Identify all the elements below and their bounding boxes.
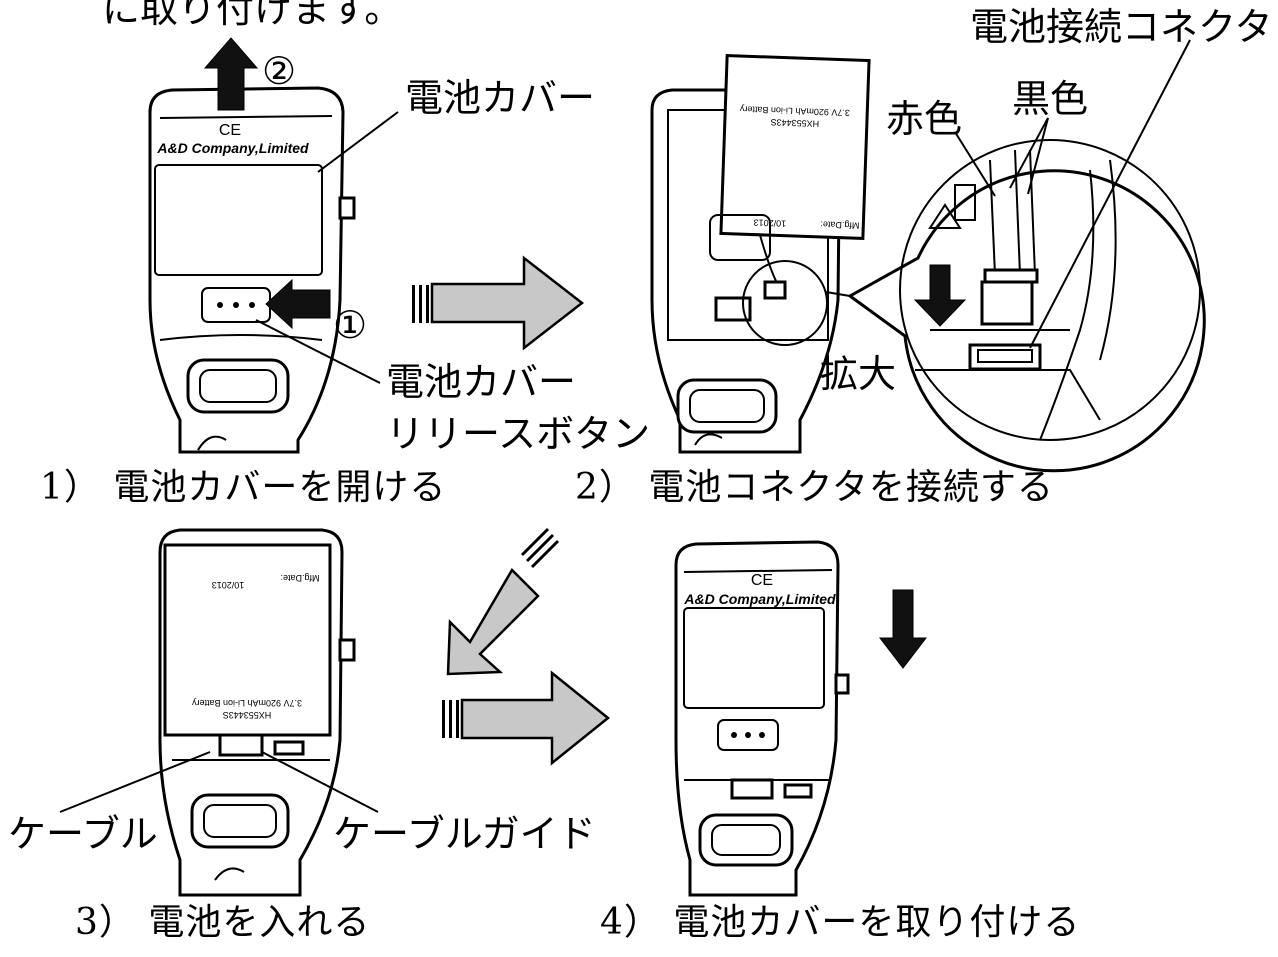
battery-spec-step2: 3.7V 920mAh Li-ion Battery xyxy=(739,104,850,118)
label-black: 黒色 xyxy=(1012,77,1089,121)
step3-device-illustration xyxy=(158,528,356,897)
label-cable: ケーブル xyxy=(8,812,158,856)
step1-device-illustration xyxy=(148,86,356,454)
next-arrow-1 xyxy=(412,255,585,351)
battery-mfg-step3: Mfg.Date: xyxy=(280,573,319,583)
battery-date-step2: 10/2013 xyxy=(753,217,786,228)
press-arrow xyxy=(265,278,331,330)
step1-caption: 1） 電池カバーを開ける xyxy=(40,467,447,508)
next-arrow-2 xyxy=(442,670,610,766)
ce-mark: CE xyxy=(219,122,241,139)
ce-mark-step4: CE xyxy=(751,572,773,589)
circled-one: ① xyxy=(333,303,368,347)
diagonal-arrow xyxy=(446,527,560,676)
label-cable-guide: ケーブルガイド xyxy=(333,812,596,856)
label-connector: 電池接続コネクタ xyxy=(970,5,1273,49)
brand-text-step4: A&D Company,Limited xyxy=(683,591,836,607)
battery-spec-step3: 3.7V 920mAh Li-ion Battery xyxy=(191,698,302,708)
battery-mfg-step2: Mfg.Date: xyxy=(820,219,859,230)
step4-device-illustration xyxy=(674,540,850,897)
step2-caption: 2） 電池コネクタを接続する xyxy=(575,467,1054,508)
battery-model-step2: HX553443S xyxy=(770,117,819,129)
magnified-connector-view xyxy=(847,139,1206,473)
label-red: 赤色 xyxy=(886,97,963,141)
brand-text: A&D Company,Limited xyxy=(156,140,309,156)
circled-two: ② xyxy=(262,49,297,93)
battery-date-step3: 10/2013 xyxy=(212,580,245,590)
down-arrow xyxy=(878,589,928,669)
label-battery-cover: 電池カバー xyxy=(405,76,596,120)
label-release-button-line2: リリースボタン xyxy=(386,412,651,456)
step2-device-illustration xyxy=(650,54,871,454)
label-magnify: 拡大 xyxy=(820,352,897,396)
step3-caption: 3） 電池を入れる xyxy=(75,902,371,943)
up-arrow xyxy=(203,37,259,111)
label-release-button-line1: 電池カバー xyxy=(386,360,577,404)
step4-caption: 4） 電池カバーを取り付ける xyxy=(600,902,1081,943)
top-fragment-text: に取り付けます。 xyxy=(102,0,403,31)
magnify-source-circle xyxy=(742,260,828,346)
battery-model-step3: HX553443S xyxy=(223,710,272,720)
